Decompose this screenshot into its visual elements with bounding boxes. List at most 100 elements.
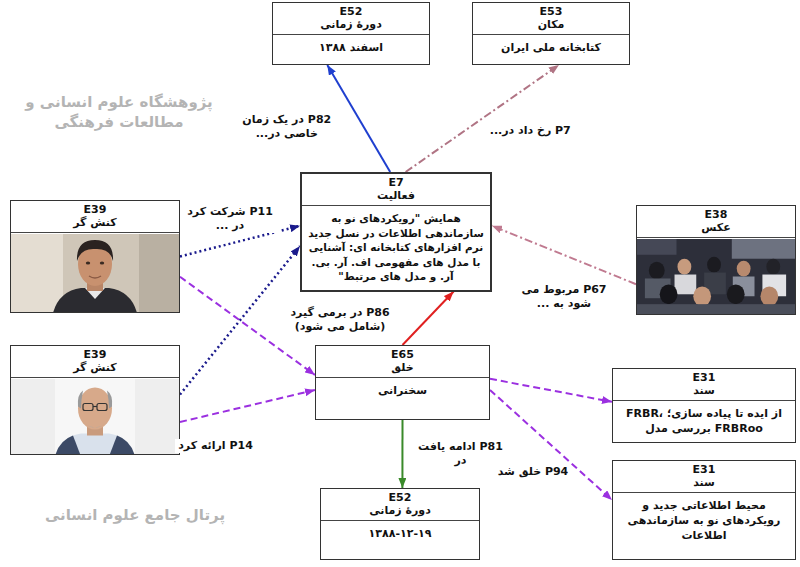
entity-value: سخنرانی <box>322 383 483 398</box>
class-name: مکان <box>477 18 625 31</box>
entity-body: کتابخانه ملی ایران <box>473 35 629 61</box>
entity-header: E65خلق <box>316 346 489 378</box>
photo-detail <box>637 304 795 314</box>
class-name: فعالیت <box>306 189 486 202</box>
photo-detail <box>11 379 179 454</box>
photo-detail <box>732 239 795 259</box>
photo-detail <box>737 261 751 277</box>
watermark-text: پژوهشگاه علوم انسانی و مطالعات فرهنگی <box>14 92 224 132</box>
entity-value: کتابخانه ملی ایران <box>479 40 623 55</box>
class-name: کنش گر <box>15 216 175 229</box>
class-code: E53 <box>477 5 625 18</box>
relation-line <box>401 420 403 488</box>
class-name: عکس <box>641 221 791 234</box>
photo-detail <box>78 388 112 430</box>
relation-label: P7 رخ داد در... <box>487 124 574 138</box>
photo-detail <box>93 406 97 407</box>
photo-detail <box>55 436 81 455</box>
relation-line <box>492 226 636 284</box>
class-name: دورهٔ زمانی <box>325 504 475 517</box>
entity-body: محیط اطلاعاتی جدید و رویکردهای نو به ساز… <box>613 493 795 549</box>
entity-photo-box: E39کنش گر <box>10 345 180 455</box>
photo-detail <box>83 423 107 428</box>
entity-value: FRBR، از ایده تا پیاده سازی؛ بررسی مدل F… <box>619 406 789 436</box>
entity-value: اسفند ۱۳۸۸ <box>279 40 423 55</box>
photo-detail <box>677 259 691 275</box>
relation-line <box>180 390 315 422</box>
entity-header: E31سند <box>613 461 795 493</box>
actor-photo <box>11 379 179 454</box>
class-name: دورهٔ زمانی <box>277 18 425 31</box>
entity-body: همایش "رویکردهای نو به سازماندهی اطلاعات… <box>302 206 490 290</box>
relation-label: P14 ارائه کرد <box>175 439 256 453</box>
photo-detail <box>11 234 63 312</box>
entity-body: FRBR، از ایده تا پیاده سازی؛ بررسی مدل F… <box>613 401 795 442</box>
relation-label: P11 شرکت کرد در ... <box>180 205 280 233</box>
entity-body: اسفند ۱۳۸۸ <box>273 35 429 61</box>
photo-detail <box>83 404 93 411</box>
actor-photo <box>11 234 179 312</box>
photo-detail <box>675 275 697 295</box>
entity-box: E52دورهٔ زمانی اسفند ۱۳۸۸ <box>272 2 430 65</box>
entity-body: سخنرانی <box>316 378 489 404</box>
entity-value: همایش "رویکردهای نو به سازماندهی اطلاعات… <box>308 211 484 284</box>
entity-photo-box: E39کنش گر <box>10 200 180 313</box>
class-code: E39 <box>15 203 175 216</box>
entity-value: محیط اطلاعاتی جدید و رویکردهای نو به ساز… <box>619 498 789 543</box>
photo-detail <box>660 284 678 304</box>
entity-header: E31سند <box>613 369 795 401</box>
photo-detail <box>760 286 778 306</box>
class-name: کنش گر <box>15 361 175 374</box>
photo-detail <box>649 262 665 280</box>
relation-label: P82 در یک زمان خاصی در... <box>231 113 343 141</box>
relation-line <box>406 65 559 172</box>
photo-detail <box>77 240 113 261</box>
photo-detail <box>55 379 135 454</box>
class-code: E38 <box>641 208 791 221</box>
audience-photo <box>637 239 795 314</box>
entity-box: E53مکان کتابخانه ملی ایران <box>472 2 630 65</box>
entity-body: ۱۳۸۸-۱۲-۱۹ <box>321 521 479 547</box>
entity-header: E39کنش گر <box>11 201 179 233</box>
photo-detail <box>109 436 135 455</box>
photo-detail <box>727 284 745 304</box>
relation-line <box>403 292 454 346</box>
entity-header: E38عکس <box>637 206 795 238</box>
class-code: E52 <box>277 5 425 18</box>
entity-box: E31سند محیط اطلاعاتی جدید و رویکردهای نو … <box>612 460 796 560</box>
class-code: E39 <box>15 348 175 361</box>
watermark-text: پرتال جامع علوم انسانی <box>20 505 250 525</box>
entity-photo-box: E38عکس <box>636 205 796 315</box>
photo-detail <box>139 234 179 312</box>
photo-detail <box>86 262 90 265</box>
entity-header: E53مکان <box>473 3 629 35</box>
photo-detail <box>766 259 780 275</box>
entity-value: ۱۳۸۸-۱۲-۱۹ <box>327 526 473 541</box>
entity-box: E52دورهٔ زمانی ۱۳۸۸-۱۲-۱۹ <box>320 488 480 560</box>
photo-detail <box>53 288 137 312</box>
class-name: سند <box>617 384 791 397</box>
class-code: E65 <box>320 348 485 361</box>
photo-detail <box>55 434 135 455</box>
photo-detail <box>100 262 104 265</box>
photo-detail <box>693 286 711 306</box>
entity-header: E52دورهٔ زمانی <box>321 489 479 521</box>
entity-box: E65خلق سخنرانی <box>315 345 490 420</box>
entity-header: E7فعالیت <box>302 174 490 206</box>
photo-detail <box>11 234 179 312</box>
relation-line <box>490 379 612 402</box>
entity-header: E39کنش گر <box>11 346 179 378</box>
class-code: E7 <box>306 176 486 189</box>
entity-header: E52دورهٔ زمانی <box>273 3 429 35</box>
class-code: E31 <box>617 371 791 384</box>
class-name: خلق <box>320 361 485 374</box>
class-code: E52 <box>325 491 475 504</box>
photo-detail <box>107 391 112 409</box>
relation-label: P94 خلق شد <box>495 465 572 479</box>
entity-box: E7فعالیت همایش "رویکردهای نو به سازماندهی… <box>300 172 492 292</box>
photo-detail <box>97 404 107 411</box>
photo-detail <box>637 239 795 314</box>
photo-detail <box>89 276 101 278</box>
relation-label: P81 ادامه یافت در <box>412 440 508 468</box>
